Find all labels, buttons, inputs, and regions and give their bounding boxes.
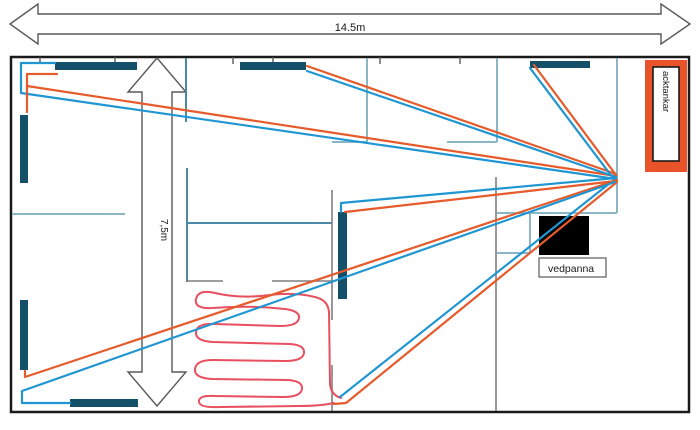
radiator — [55, 62, 137, 70]
blue-pipe — [528, 66, 615, 180]
radiator — [70, 399, 138, 407]
walls — [12, 58, 618, 411]
floor-heating-loop — [193, 290, 342, 409]
orange-pipe — [25, 84, 618, 178]
radiator — [530, 61, 590, 68]
wood-boiler: vedpanna — [538, 216, 607, 278]
orange-pipe — [532, 63, 618, 177]
radiator — [20, 115, 28, 183]
blue-pipe — [19, 61, 618, 181]
orange-pipe — [332, 180, 619, 406]
height-dimension-label: 7,5m — [158, 219, 169, 241]
blue-pipe — [339, 176, 618, 214]
boiler-rect — [539, 216, 589, 255]
floor-plan-border — [9, 55, 691, 414]
dimension-arrow-horizontal: 14.5m — [8, 2, 692, 46]
boiler-label-box — [538, 257, 607, 278]
tank-inner-rect — [652, 66, 680, 162]
horizontal-arrow-shape — [8, 2, 692, 46]
orange-pipe — [23, 178, 619, 379]
pipes — [19, 61, 619, 406]
tank-label: acktankar — [660, 71, 671, 112]
radiator — [240, 62, 306, 70]
orange-pipe — [25, 72, 59, 114]
width-dimension-label: 14.5m — [335, 22, 366, 34]
radiators — [20, 61, 590, 407]
radiator — [20, 300, 28, 370]
radiator — [338, 212, 347, 299]
blue-pipe — [338, 177, 617, 399]
boiler-label: vedpanna — [548, 263, 594, 275]
orange-pipe — [343, 179, 618, 214]
blue-pipe — [305, 69, 618, 179]
blue-pipe — [20, 180, 617, 405]
vertical-arrow-shape — [126, 56, 188, 408]
orange-pipe — [305, 64, 618, 176]
accumulator-tank: acktankar — [645, 60, 687, 172]
dimension-arrow-vertical — [126, 56, 188, 408]
